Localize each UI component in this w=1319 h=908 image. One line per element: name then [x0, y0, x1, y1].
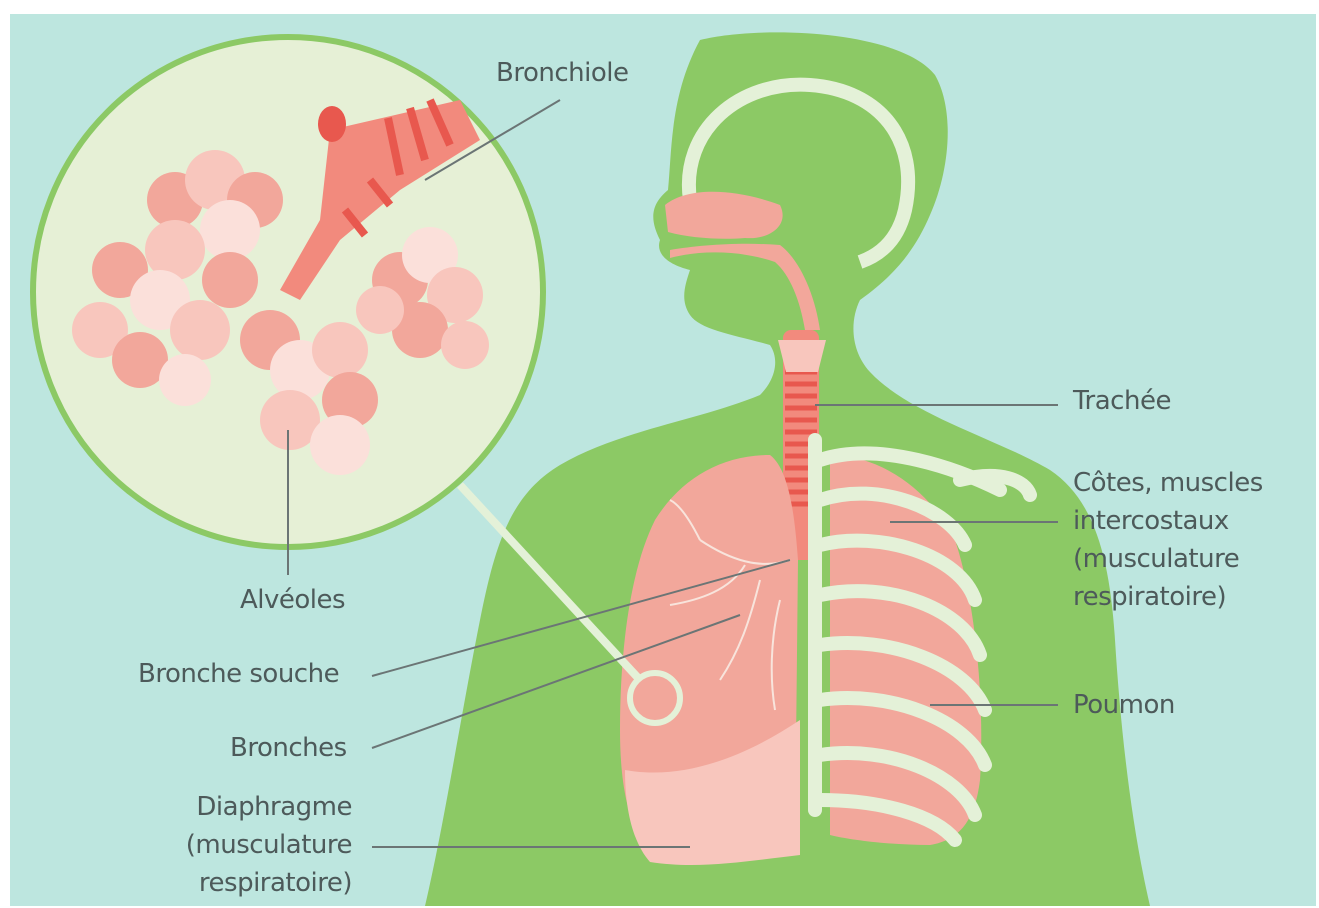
- label-diaphragme: Diaphragme (musculature respiratoire): [130, 788, 352, 902]
- label-bronchiole: Bronchiole: [496, 54, 628, 92]
- label-cotes-line-3: (musculature: [1073, 540, 1303, 578]
- label-diaphragme-line-3: respiratoire): [130, 864, 352, 902]
- label-bronche-souche: Bronche souche: [138, 655, 339, 693]
- label-cotes-line-1: Côtes, muscles: [1073, 464, 1303, 502]
- label-poumon: Poumon: [1073, 686, 1175, 724]
- label-alveoles: Alvéoles: [240, 581, 345, 619]
- label-bronches: Bronches: [230, 729, 347, 767]
- label-cotes: Côtes, muscles intercostaux (musculature…: [1073, 464, 1303, 616]
- label-diaphragme-line-2: (musculature: [130, 826, 352, 864]
- larynx: [778, 340, 826, 372]
- label-cotes-line-4: respiratoire): [1073, 578, 1303, 616]
- label-cotes-line-2: intercostaux: [1073, 502, 1303, 540]
- label-trachee: Trachée: [1073, 382, 1171, 420]
- label-diaphragme-line-1: Diaphragme: [130, 788, 352, 826]
